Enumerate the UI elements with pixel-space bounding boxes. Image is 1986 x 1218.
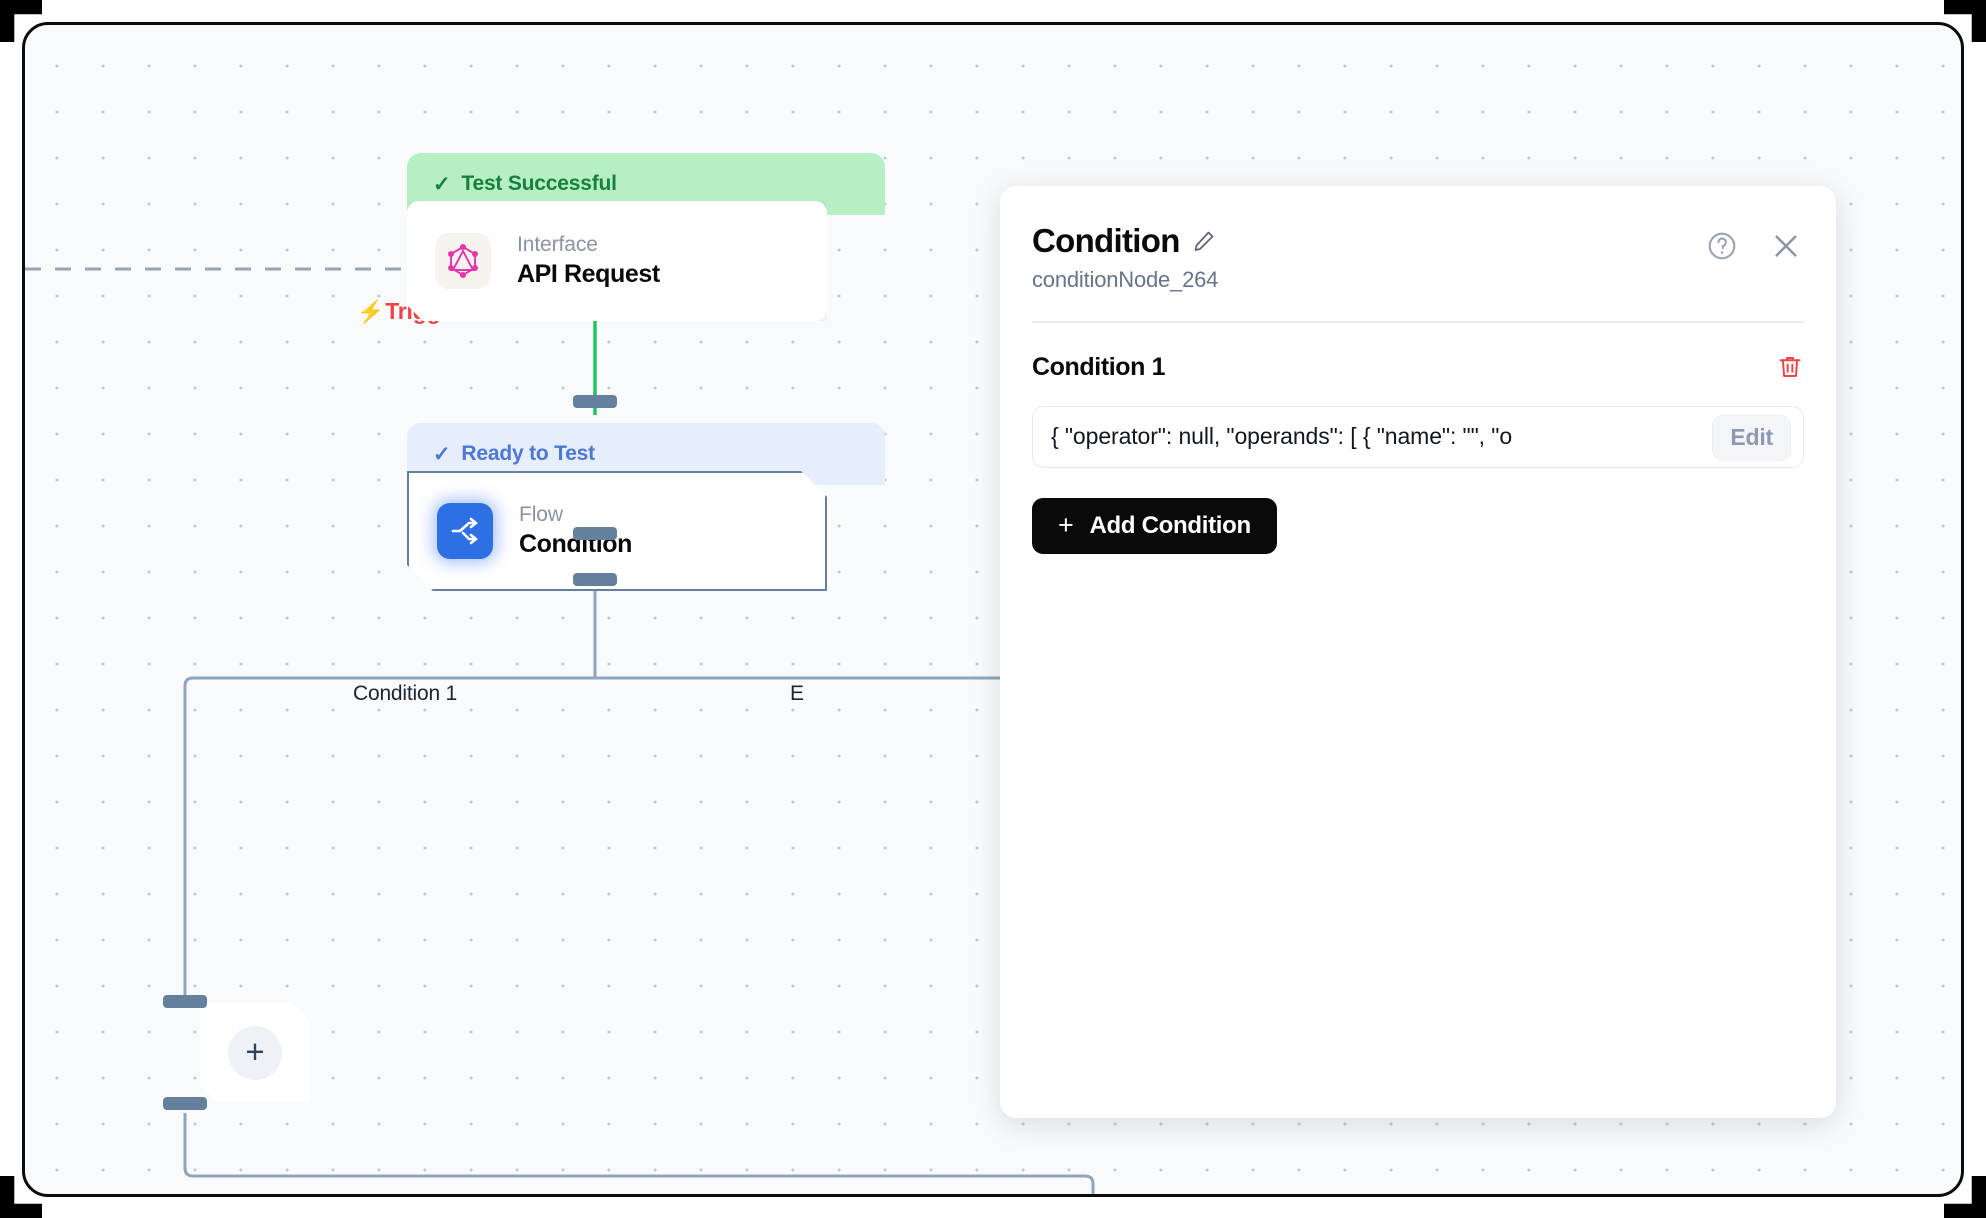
node-kind-api: Interface [517,233,598,256]
condition-header-row: Condition 1 [1032,353,1804,382]
check-icon: ✓ [433,172,451,196]
panel-header: Condition conditionNode_264 [1000,186,1836,293]
handle-add-node-output[interactable] [163,1097,207,1110]
plus-icon: + [1058,510,1074,540]
check-icon: ✓ [433,442,451,466]
branch-label-condition-1: Condition 1 [343,680,468,708]
node-status-text-condition: Ready to Test [461,442,595,465]
pencil-icon[interactable] [1192,229,1216,253]
handle-api-output[interactable] [573,395,617,408]
node-title-api: API Request [517,260,660,288]
flow-branch-icon [437,503,493,559]
node-text-api: Interface API Request [517,233,660,289]
condition-json-field[interactable]: { "operator": null, "operands": [ { "nam… [1032,405,1804,468]
node-card-api-request[interactable]: Interface API Request [407,201,827,321]
node-status-text-api: Test Successful [461,172,617,195]
node-kind-condition: Flow [519,503,563,526]
edit-button[interactable]: Edit [1712,414,1791,461]
lightning-bolt-icon: ⚡ [357,298,385,324]
panel-subtitle: conditionNode_264 [1032,267,1219,292]
panel-title: Condition [1032,222,1180,259]
add-condition-button[interactable]: + Add Condition [1032,497,1277,554]
condition-json-value: { "operator": null, "operands": [ { "nam… [1051,423,1513,449]
panel-divider [1032,321,1804,323]
edge-merge-down [1084,1174,1095,1194]
add-node-card[interactable]: + [200,1003,310,1103]
edge-merge-left [183,1113,1085,1178]
condition-label: Condition 1 [1032,352,1166,381]
flow-layer: ⚡ Trigger ✓ Test Successful [25,25,1961,1194]
node-api-request[interactable]: ✓ Test Successful [407,153,885,321]
node-condition[interactable]: ✓ Ready to Test Flow Conditio [407,423,885,593]
branch-label-else: E [780,680,814,708]
condition-config-panel: Condition conditionNode_264 [1000,186,1836,1118]
graphql-icon [435,233,491,289]
handle-condition-output[interactable] [573,573,617,586]
edge-branch-condition1 [183,676,595,1000]
panel-body: Condition 1 { "operator": null, "operand… [1000,323,1836,554]
plus-icon[interactable]: + [228,1026,282,1080]
help-circle-icon[interactable] [1706,230,1738,262]
node-card-condition[interactable]: Flow Condition [407,471,827,591]
add-condition-label: Add Condition [1089,511,1251,539]
trash-icon[interactable] [1776,353,1804,381]
panel-title-row: Condition [1032,222,1796,260]
close-icon[interactable] [1770,230,1802,262]
panel-header-actions [1706,230,1802,262]
handle-add-node-input[interactable] [163,995,207,1008]
handle-condition-input[interactable] [573,527,617,540]
